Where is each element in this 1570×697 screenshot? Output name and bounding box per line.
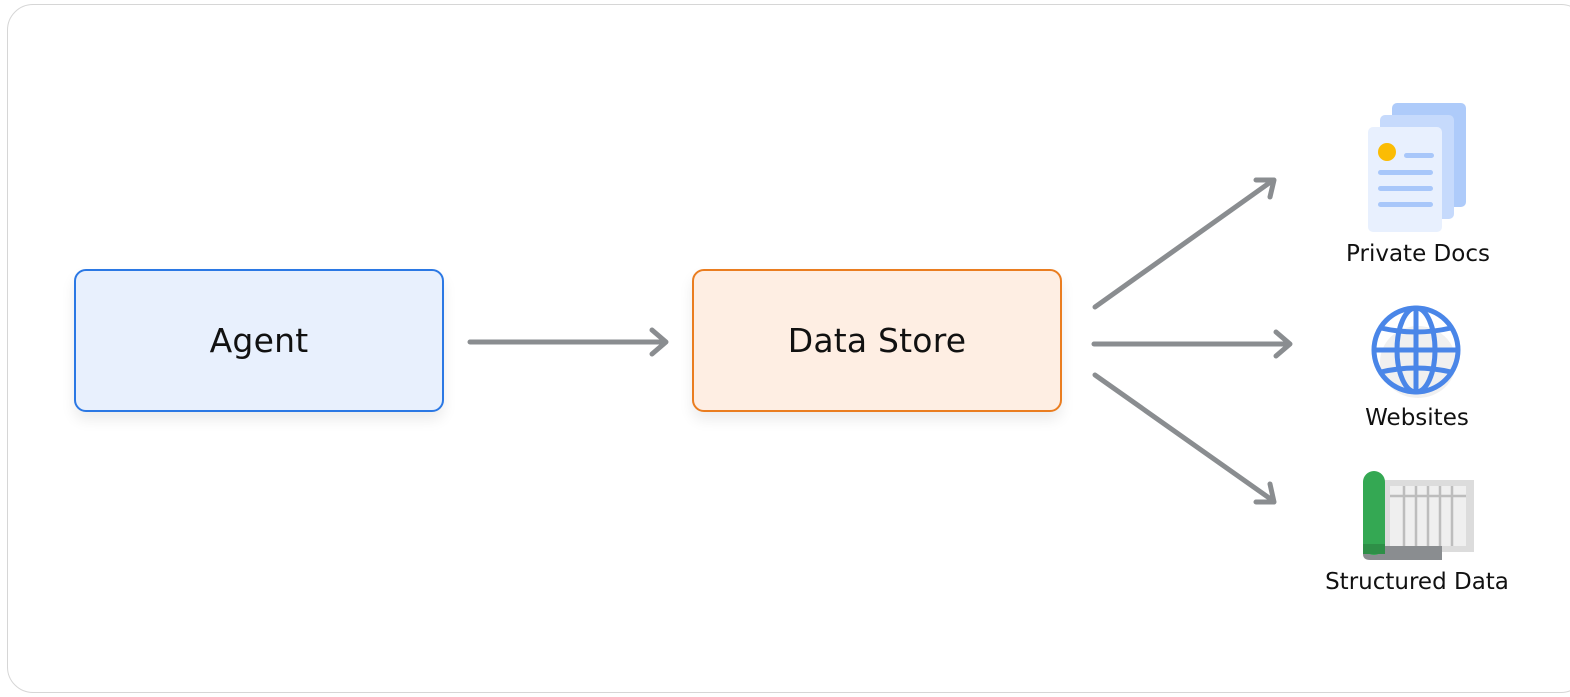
spreadsheet-icon [1363, 471, 1474, 560]
structured-data-label: Structured Data [1325, 569, 1509, 595]
agent-node: Agent [74, 269, 444, 412]
data-store-label: Data Store [787, 321, 967, 360]
websites-label: Websites [1365, 405, 1469, 431]
documents-icon [1368, 103, 1466, 232]
agent-label: Agent [209, 321, 309, 360]
data-store-node: Data Store [692, 269, 1062, 412]
private-docs-label: Private Docs [1346, 241, 1490, 267]
globe-icon [1371, 305, 1461, 398]
